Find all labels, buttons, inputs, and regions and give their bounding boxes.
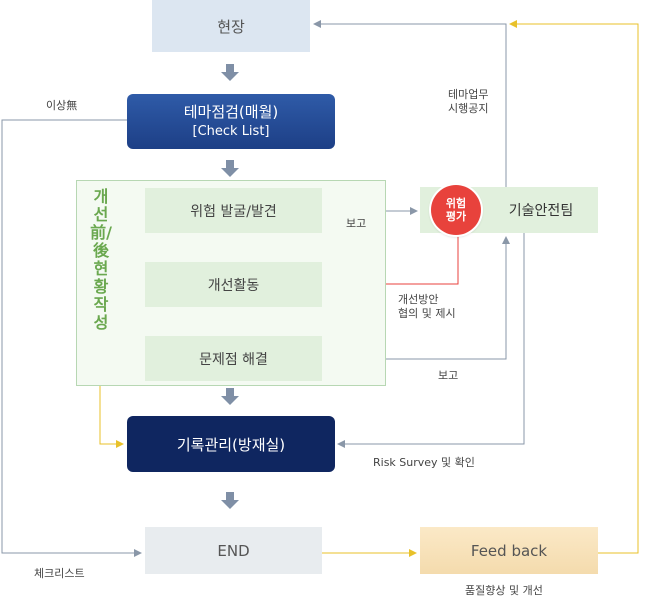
tech-team-label: 기술안전팀 xyxy=(508,203,574,219)
feedback-node: Feed back xyxy=(420,527,598,574)
hazard-node: 위험 발굴/발견 xyxy=(145,188,322,233)
solve-label: 문제점 해결 xyxy=(199,351,268,368)
vertical-label: 개선前/後현황작성 xyxy=(90,187,112,332)
theme-notice-line-1: 테마업무 xyxy=(448,88,489,101)
yellow-record-line xyxy=(99,386,124,448)
monthly-title: 테마점검(매월) xyxy=(183,102,279,121)
record-node: 기록관리(방재실) xyxy=(127,416,335,472)
improve-label: 개선활동 xyxy=(207,277,260,294)
checklist-line xyxy=(1,119,142,557)
risk-badge: 위험평가 xyxy=(431,185,481,235)
risk-survey-line xyxy=(337,233,525,448)
theme-notice-line-2: 시행공지 xyxy=(448,102,489,115)
notice-line xyxy=(313,20,507,187)
risk-survey-label: Risk Survey 및 확인 xyxy=(373,456,475,469)
monthly-subtitle: [Check List] xyxy=(192,123,270,139)
improve-node: 개선활동 xyxy=(145,262,322,307)
feedback-loop-line xyxy=(509,20,639,554)
report-label-1: 보고 xyxy=(346,217,367,230)
record-label: 기록관리(방재실) xyxy=(176,435,286,454)
risk-badge-label: 위험평가 xyxy=(445,197,467,223)
quality-label: 품질향상 및 개선 xyxy=(465,584,543,597)
end-label: END xyxy=(217,541,250,560)
checklist-label: 체크리스트 xyxy=(34,567,85,580)
feedback-label: Feed back xyxy=(470,541,548,560)
report-label-2: 보고 xyxy=(438,369,459,382)
proposal-line-2: 협의 및 제시 xyxy=(398,307,456,320)
proposal-line-1: 개선방안 xyxy=(398,293,439,306)
site-label: 현장 xyxy=(217,17,245,36)
hazard-label: 위험 발굴/발견 xyxy=(190,203,277,220)
site-node: 현장 xyxy=(152,0,310,52)
monthly-inspection-node: 테마점검(매월) [Check List] xyxy=(127,94,335,149)
solve-node: 문제점 해결 xyxy=(145,336,322,381)
end-node: END xyxy=(145,527,322,574)
anomaly-label: 이상無 xyxy=(46,99,78,112)
